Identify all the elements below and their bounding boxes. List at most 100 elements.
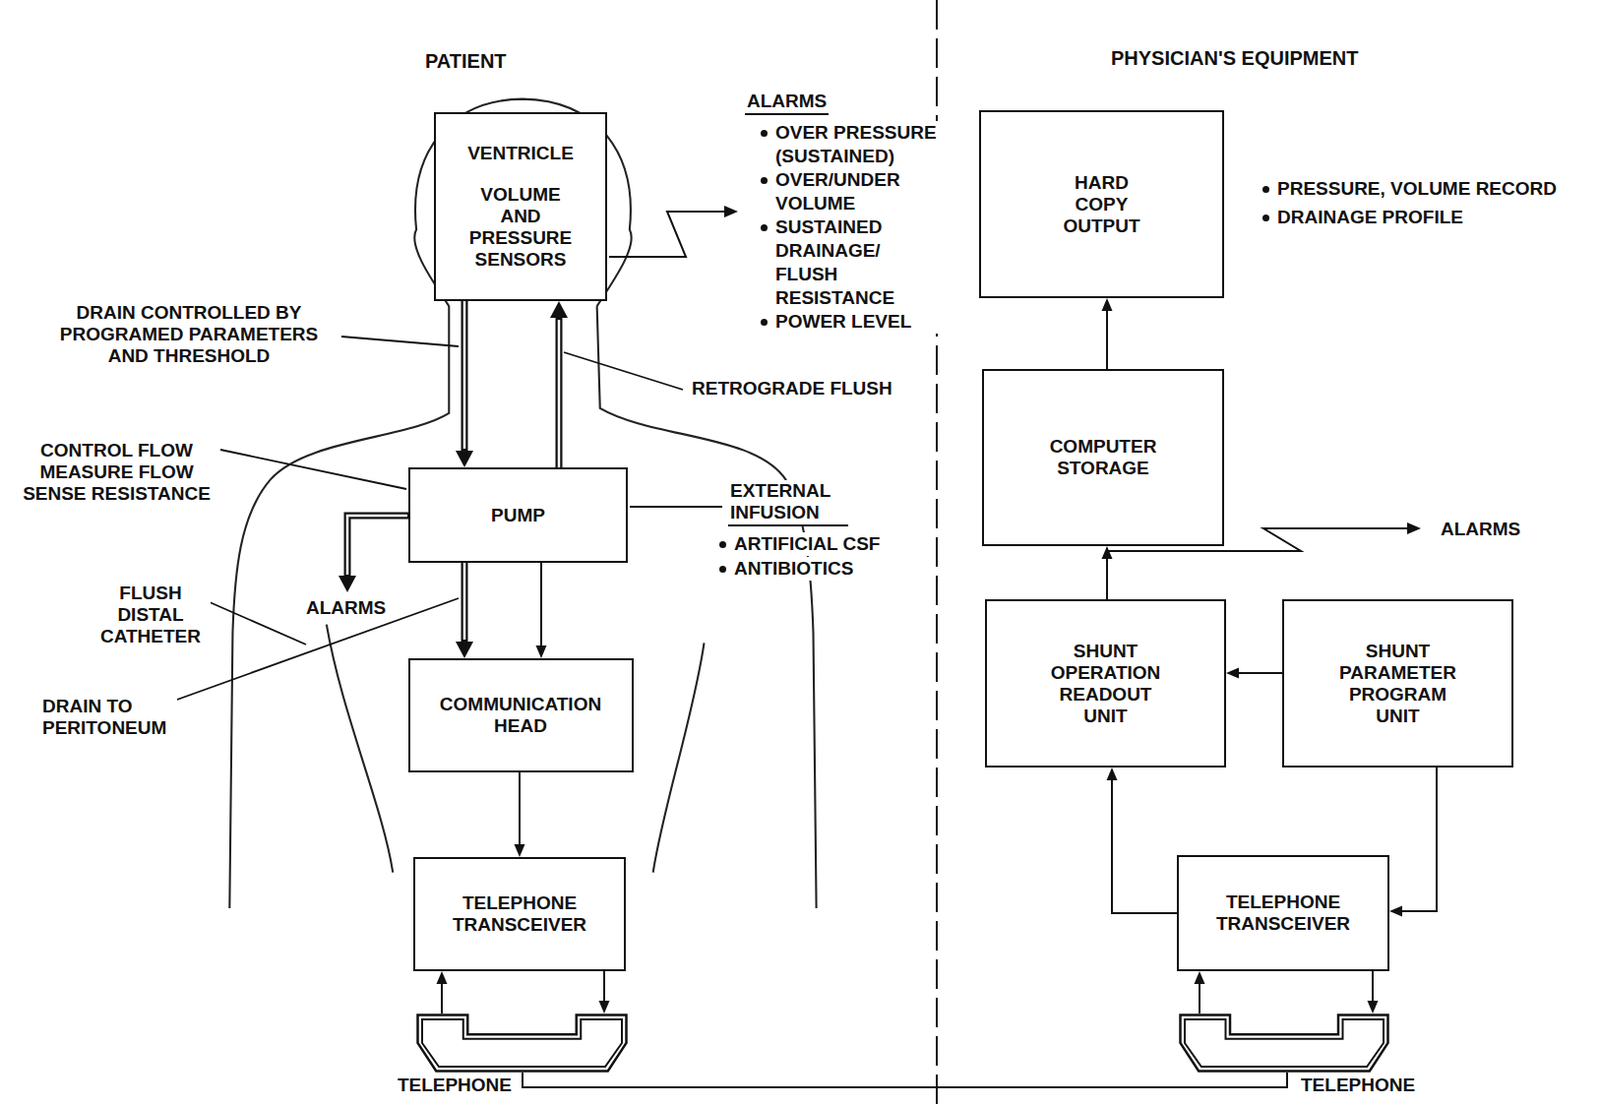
- node-label: TELEPHONE: [1300, 1074, 1435, 1097]
- list-item: OVER/UNDER VOLUME: [757, 168, 943, 216]
- signal-arrow: [599, 971, 611, 1014]
- label-holder: PATIENT: [423, 49, 509, 73]
- alarm-label: ALARMS: [1438, 518, 1523, 541]
- leader-line: [629, 505, 723, 508]
- signal-arrow: [1367, 971, 1379, 1014]
- label-holder: SUSTAINED DRAINAGE/ FLUSH RESISTANCE: [757, 215, 943, 310]
- telephone: TELEPHONE: [373, 1013, 640, 1099]
- connector-line: [540, 562, 543, 647]
- arrowhead: [536, 645, 548, 659]
- node-body: VOLUME AND PRESSURE SENSORS: [462, 184, 579, 271]
- pump-alarm-arrow: [338, 515, 409, 593]
- connector-line: [461, 562, 469, 643]
- callout-label: RETROGRADE FLUSH: [689, 377, 895, 400]
- zigzag-line: [609, 211, 726, 257]
- connector-inner-line: [463, 562, 467, 640]
- telephone-handset: [1178, 1013, 1390, 1073]
- list-item: DRAINAGE PROFILE: [1259, 205, 1466, 230]
- connector-line: [522, 1072, 1288, 1088]
- node-label: SHUNT OPERATION READOUT UNIT: [1043, 640, 1170, 728]
- arrowhead: [436, 971, 448, 985]
- label-holder: EXTERNAL INFUSION: [728, 480, 849, 527]
- arrowhead: [455, 641, 474, 659]
- leader-line: [220, 449, 407, 490]
- label-holder: ALARMS: [304, 597, 388, 619]
- node-label: COMMUNICATION HEAD: [422, 693, 619, 738]
- output-box: HARD COPY OUTPUT: [979, 110, 1225, 299]
- signal-arrow: [1226, 668, 1283, 679]
- list-heading: EXTERNAL INFUSION: [728, 480, 849, 527]
- connector-inner-line: [557, 319, 561, 468]
- leader-line: [341, 336, 459, 347]
- label-holder: FLUSH DISTAL CATHETER: [90, 582, 211, 648]
- thick-shaft: [347, 515, 409, 577]
- signal-arrow: [1107, 767, 1178, 914]
- signal-arrow: [536, 562, 548, 659]
- arrowhead: [550, 301, 568, 318]
- left-shoulder-outline: [229, 306, 449, 909]
- infusion-list: ARTIFICIAL CSFANTIBIOTICS: [716, 532, 882, 581]
- handset-inner-outline: [1184, 1019, 1384, 1067]
- storage-box: COMPUTER STORAGE: [982, 369, 1225, 547]
- label-holder: PRESSURE, VOLUME RECORD: [1259, 177, 1559, 201]
- handset-outline: [1180, 1015, 1389, 1072]
- arrowhead: [1389, 906, 1403, 918]
- connector-line: [518, 772, 521, 846]
- handset-inner-outline: [422, 1019, 622, 1067]
- label-holder: RETROGRADE FLUSH: [689, 377, 895, 400]
- arrowhead: [1107, 767, 1118, 781]
- node-label: PUMP: [491, 504, 546, 527]
- transceiver-box: TELEPHONE TRANSCEIVER: [1176, 855, 1390, 972]
- connector-line: [1371, 971, 1374, 1002]
- connector-line: [1401, 767, 1437, 912]
- label-holder: ANTIBIOTICS: [716, 556, 856, 581]
- head-outline: [414, 99, 631, 308]
- label-holder: PHYSICIAN'S EQUIPMENT: [1108, 46, 1360, 70]
- connector-line: [1237, 672, 1283, 675]
- signal-arrow: [436, 971, 448, 1014]
- alarm-label: ALARMS: [304, 597, 388, 619]
- connector-line: [1106, 557, 1108, 600]
- label-holder: DRAINAGE PROFILE: [1259, 205, 1466, 230]
- telephone: TELEPHONE: [1178, 1013, 1435, 1099]
- node-label: TELEPHONE TRANSCEIVER: [430, 892, 609, 936]
- process-box: COMMUNICATION HEAD: [408, 658, 634, 773]
- connector-line: [1106, 309, 1108, 370]
- node-label: SHUNT PARAMETER PROGRAM UNIT: [1331, 640, 1465, 728]
- leader-lines: [163, 336, 723, 705]
- arrowhead: [455, 450, 474, 468]
- connector-line: [555, 316, 563, 468]
- callout-label: FLUSH DISTAL CATHETER: [90, 582, 211, 648]
- node-label: HARD COPY OUTPUT: [1054, 172, 1149, 238]
- signal-arrow: [1194, 971, 1206, 1014]
- handset-outline: [418, 1015, 627, 1072]
- label-holder: ARTIFICIAL CSF: [716, 532, 882, 556]
- arrowhead: [1367, 1000, 1379, 1014]
- signal-arrow: [1102, 546, 1113, 600]
- section-heading: PHYSICIAN'S EQUIPMENT: [1108, 46, 1360, 70]
- callout-label: DRAIN CONTROLLED BY PROGRAMED PARAMETERS…: [49, 302, 329, 368]
- signal-arrow: [514, 772, 526, 858]
- signal-arrow: [1102, 298, 1113, 370]
- arrowhead: [1102, 298, 1113, 311]
- label-holder: OVER/UNDER VOLUME: [757, 168, 943, 216]
- node-label: VENTRICLE: [467, 142, 574, 165]
- left-arm-line: [326, 624, 393, 873]
- sensor-box: VENTRICLE VOLUME AND PRESSURE SENSORS: [433, 112, 608, 302]
- node-label: TELEPHONE TRANSCEIVER: [1194, 891, 1372, 935]
- signal-arrow: [522, 1072, 1288, 1088]
- program-box: SHUNT PARAMETER PROGRAM UNIT: [1282, 599, 1514, 768]
- transceiver-box: TELEPHONE TRANSCEIVER: [413, 857, 626, 972]
- arrowhead: [338, 575, 357, 593]
- readout-box: SHUNT OPERATION READOUT UNIT: [984, 599, 1227, 768]
- section-heading: PATIENT: [423, 49, 509, 73]
- flow-arrow: [455, 301, 474, 468]
- alarm-list: OVER PRESSURE (SUSTAINED)OVER/UNDER VOLU…: [757, 121, 943, 334]
- thick-shaft-inner: [347, 515, 408, 575]
- list-item: OVER PRESSURE (SUSTAINED): [757, 121, 943, 169]
- connector-inner-line: [463, 301, 467, 449]
- arrowhead: [1407, 522, 1421, 535]
- flow-arrow: [550, 301, 568, 468]
- right-arm-line: [653, 642, 705, 872]
- list-heading: ALARMS: [744, 90, 829, 116]
